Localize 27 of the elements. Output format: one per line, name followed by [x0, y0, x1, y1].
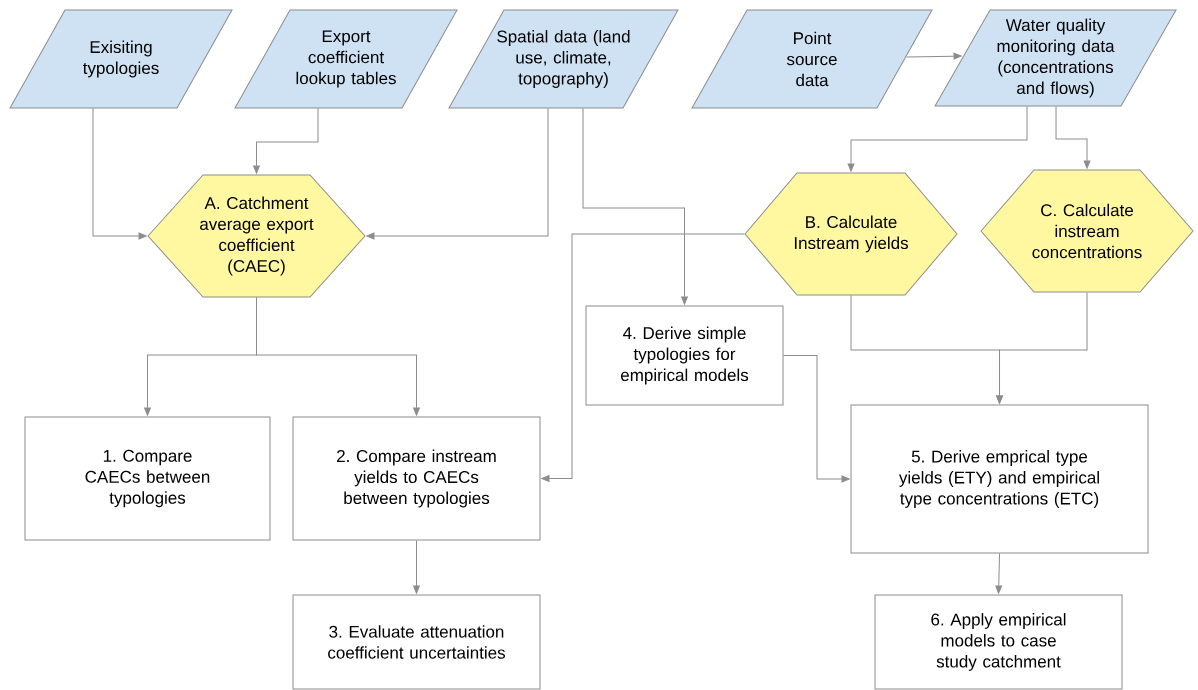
- step-box: 4. Derive simple typologies for empirical models: [585, 305, 784, 406]
- process-hexagon: A. Catchment average export coefficient (CAEC): [147, 174, 366, 298]
- arrow: [366, 108, 549, 240]
- step-box: 1. Compare CAECs between typologies: [24, 416, 271, 541]
- arrow: [906, 52, 962, 60]
- step-box: 3. Evaluate attenuation coefficient uncertainties: [292, 594, 541, 690]
- data-parallelogram: Water quality monitoring data (concentrations and flows): [934, 9, 1177, 107]
- arrow: [253, 108, 319, 174]
- process-hexagon: C. Calculate instream concentrations: [980, 169, 1194, 293]
- arrow: [996, 292, 1088, 404]
- process-hexagon: B. Calculate Instream yields: [744, 172, 958, 296]
- arrow: [92, 108, 147, 240]
- arrow: [256, 297, 420, 416]
- step-box: 2. Compare instream yields to CAECs between typologies: [292, 416, 541, 541]
- data-parallelogram: Spatial data (land use, climate, topography): [448, 9, 679, 109]
- arrow: [541, 233, 745, 482]
- step-box: 6. Apply empirical models to case study catchment: [874, 594, 1123, 690]
- arrow: [413, 540, 420, 594]
- data-parallelogram: Point source data: [691, 9, 933, 109]
- step-box: 5. Derive emprical type yields (ETY) and empirical type concentrations (ETC): [850, 404, 1149, 554]
- arrow: [783, 355, 850, 483]
- data-parallelogram: Exisiting typologies: [9, 9, 233, 109]
- data-parallelogram: Export coefficient lookup tables: [234, 9, 458, 109]
- arrow: [582, 108, 688, 305]
- arrow: [995, 553, 1003, 594]
- arrow: [1055, 106, 1091, 169]
- arrow: [847, 106, 1028, 172]
